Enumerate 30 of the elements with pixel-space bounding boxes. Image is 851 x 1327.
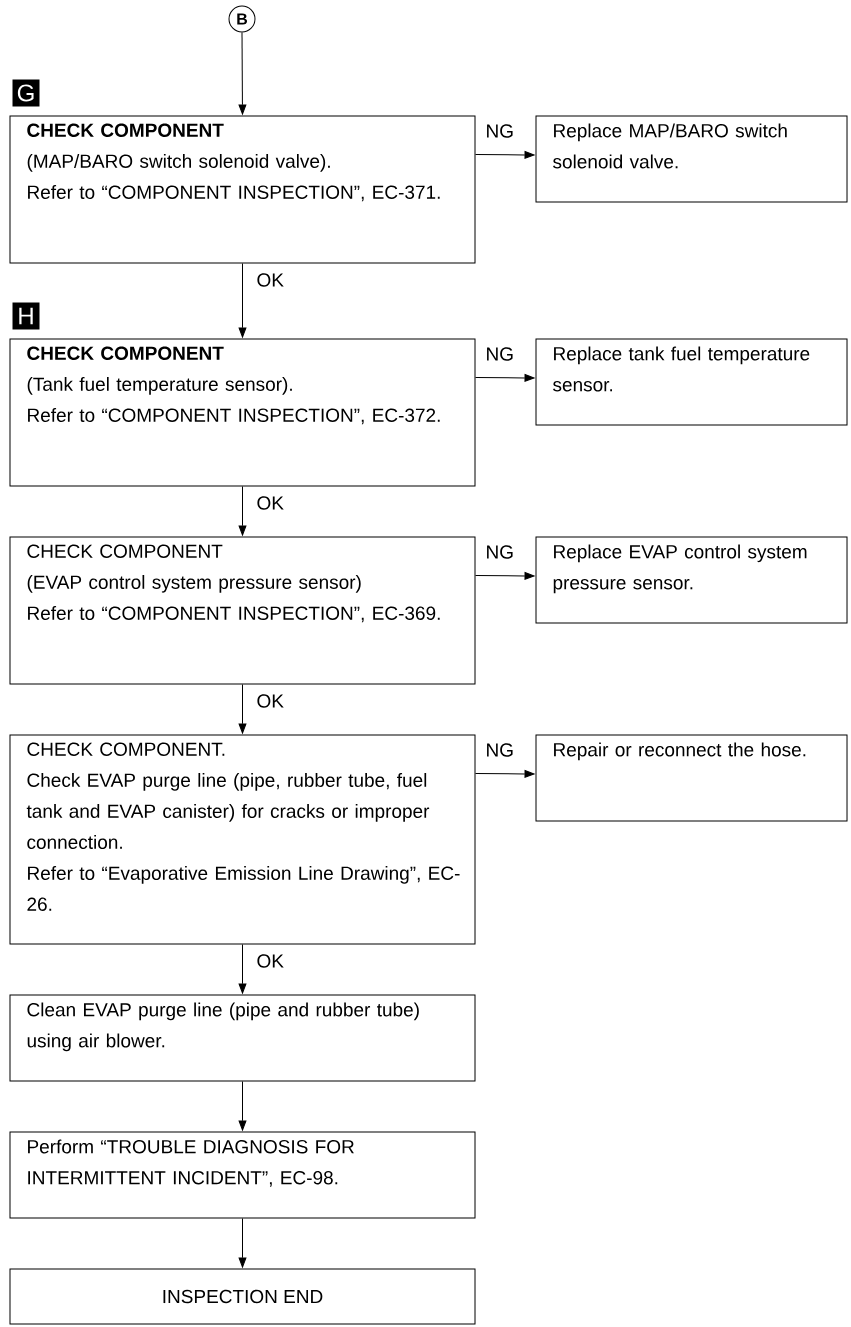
arrow bbox=[238, 1218, 247, 1268]
edge-label: OK bbox=[255, 693, 285, 709]
edge-label: NG bbox=[484, 346, 515, 362]
process-box: CHECK COMPONENT (EVAP control system pressure sensor) Refer to “COMPONENT INSPECTION”, EC-369. bbox=[9, 536, 476, 685]
edge-label: OK bbox=[255, 495, 285, 511]
process-box: Replace MAP/BARO switch solenoid valve. bbox=[535, 115, 848, 203]
arrow bbox=[475, 572, 535, 580]
arrow bbox=[238, 1081, 247, 1131]
edge-label: NG bbox=[484, 742, 515, 758]
arrow bbox=[238, 263, 247, 338]
arrow bbox=[238, 684, 247, 734]
arrow bbox=[475, 151, 535, 159]
arrow bbox=[238, 486, 247, 536]
process-box: Perform “TROUBLE DIAGNOSIS FOR INTERMITTENT INCIDENT”, EC-98. bbox=[9, 1131, 476, 1219]
process-box: Replace EVAP control system pressure sensor. bbox=[535, 536, 848, 624]
process-box: CHECK COMPONENT. Check EVAP purge line (pipe, rubber tube, fuel tank and EVAP canister) for cracks or improper connection. Refer to “Evaporative Emission Line Drawing”, EC-26. bbox=[9, 734, 476, 945]
arrow bbox=[475, 770, 535, 778]
edge-label: OK bbox=[255, 953, 285, 969]
arrow bbox=[475, 374, 535, 382]
process-box: CHECK COMPONENT (Tank fuel temperature sensor). Refer to “COMPONENT INSPECTION”, EC-372. bbox=[9, 338, 476, 487]
edge-label: NG bbox=[484, 123, 515, 139]
arrow bbox=[238, 32, 247, 115]
process-box: Clean EVAP purge line (pipe and rubber tube) using air blower. bbox=[9, 994, 476, 1082]
process-box: INSPECTION END bbox=[9, 1268, 476, 1325]
edge-label: NG bbox=[484, 544, 515, 560]
process-box: CHECK COMPONENT (MAP/BARO switch solenoid valve). Refer to “COMPONENT INSPECTION”, EC-371. bbox=[9, 115, 476, 264]
edge-label: OK bbox=[255, 272, 285, 288]
process-box: Replace tank fuel temperature sensor. bbox=[535, 338, 848, 426]
arrow bbox=[238, 944, 247, 994]
process-box: Repair or reconnect the hose. bbox=[535, 734, 848, 822]
